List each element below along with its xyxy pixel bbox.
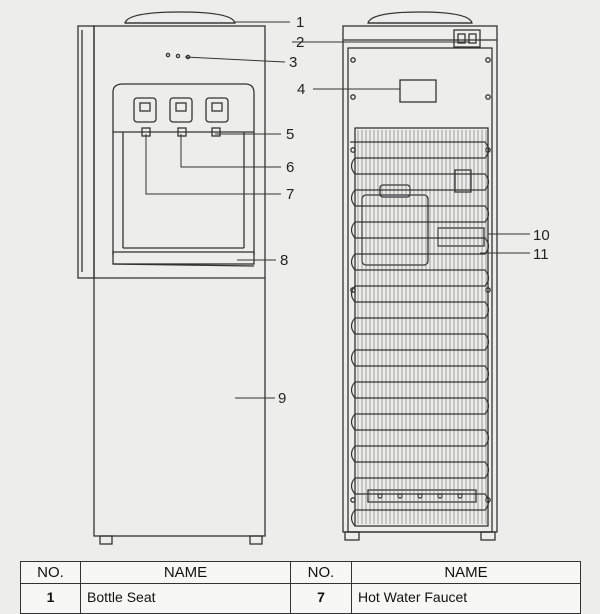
callout-1: 1 (296, 14, 304, 31)
table-row: 1 Bottle Seat 7 Hot Water Faucet (20, 583, 581, 614)
callout-labels: 1 2 3 4 5 6 7 8 9 10 11 (278, 14, 550, 407)
callout-11: 11 (533, 246, 549, 263)
callout-2: 2 (296, 34, 304, 51)
row-name-right: Hot Water Faucet (351, 583, 581, 614)
callout-8: 8 (280, 252, 288, 269)
callout-5: 5 (286, 126, 294, 143)
header-no-left: NO. (20, 561, 81, 584)
condenser-coil (350, 130, 490, 527)
table-header-row: NO. NAME NO. NAME (20, 561, 581, 584)
row-name-left: Bottle Seat (80, 583, 291, 614)
callout-6: 6 (286, 159, 294, 176)
callout-4: 4 (297, 81, 305, 98)
front-view (77, 11, 266, 545)
back-view (342, 11, 498, 541)
header-name-right: NAME (351, 561, 581, 584)
row-no-left: 1 (20, 583, 81, 614)
header-no-right: NO. (290, 561, 352, 584)
row-no-right: 7 (290, 583, 352, 614)
header-name-left: NAME (80, 561, 291, 584)
callout-10: 10 (533, 227, 550, 244)
callout-9: 9 (278, 390, 286, 407)
water-dispenser-diagram: 1 2 3 4 5 6 7 8 9 10 11 (77, 11, 550, 545)
leader-lines (145, 21, 530, 399)
callout-7: 7 (286, 186, 294, 203)
parts-table: NO. NAME NO. NAME 1 Bottle Seat 7 Hot Wa… (20, 561, 581, 614)
callout-3: 3 (289, 54, 297, 71)
